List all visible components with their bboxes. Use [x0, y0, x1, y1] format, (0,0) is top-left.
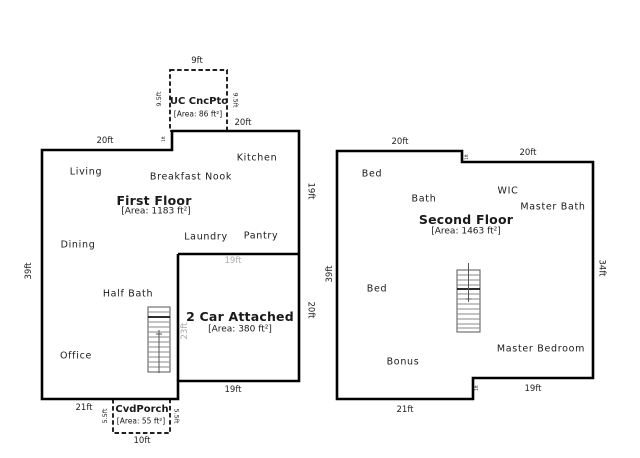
- second-floor-room-bath: Bath: [411, 193, 437, 205]
- second-floor-dim-top-notch-1ft: 1ft: [464, 154, 469, 160]
- first-floor-room-kitchen: Kitchen: [236, 152, 278, 164]
- first-floor-room-office: Office: [59, 350, 93, 362]
- second-floor-dim-bottom-left-21ft: 21ft: [396, 404, 414, 415]
- cvdporch-dashed-outline: [112, 398, 171, 434]
- first-floor-stairs: [147, 306, 171, 373]
- first-floor-room-pantry: Pantry: [243, 230, 279, 242]
- first-floor-room-living: Living: [69, 166, 103, 178]
- first-floor-dim-patio-top-9ft: 9ft: [191, 55, 203, 66]
- first-floor-porch-title: CvdPorch: [115, 404, 169, 415]
- second-floor-dim-bottom-right-19ft: 19ft: [524, 383, 542, 394]
- first-floor-room-laundry: Laundry: [184, 231, 228, 243]
- second-floor-dim-top-right-20ft: 20ft: [519, 147, 537, 158]
- second-floor-stairs: [456, 263, 481, 333]
- second-floor-dim-left-39ft: 39ft: [324, 265, 335, 283]
- first-floor-dim-left-39ft: 39ft: [23, 262, 34, 280]
- first-floor-patio-title: UC CncPto: [169, 96, 229, 107]
- second-floor-room-bed-lower: Bed: [366, 283, 388, 295]
- stairs-direction-line: [465, 263, 472, 302]
- first-floor-outline: [40, 129, 301, 401]
- second-floor-room-bonus: Bonus: [386, 356, 420, 368]
- first-floor-room-dining: Dining: [60, 239, 96, 251]
- second-floor-dim-top-left-20ft: 20ft: [391, 136, 409, 147]
- second-floor-room-bed-upper: Bed: [361, 168, 383, 180]
- second-floor-room-master-bedroom: Master Bedroom: [496, 343, 586, 355]
- first-floor-dim-porch-10ft: 10ft: [133, 435, 151, 446]
- uc-cncpto-dashed-outline: [169, 69, 228, 132]
- first-floor-dim-patio-left-9half-ft: 9.5ft: [154, 91, 163, 107]
- first-floor-porch-area: [Area: 55 ft²]: [116, 416, 166, 426]
- first-floor-dim-right-19ft: 19ft: [305, 182, 316, 200]
- second-floor-dim-right-34ft: 34ft: [596, 259, 607, 277]
- second-floor-room-wic: WIC: [497, 185, 519, 197]
- first-floor-dim-right-20ft: 20ft: [305, 301, 316, 319]
- first-floor-room-half-bath: Half Bath: [102, 288, 154, 300]
- first-floor-dim-patio-right-9half-ft: 9.5ft: [231, 92, 240, 108]
- first-floor-dim-notch-1ft: 1ft: [161, 136, 166, 142]
- first-floor-garage-title: 2 Car Attached: [186, 308, 294, 324]
- first-floor-dim-garage-left-23ft: 23ft: [179, 322, 190, 340]
- first-floor-dim-bottom-21ft: 21ft: [75, 402, 93, 413]
- second-floor-outline: [335, 149, 595, 401]
- second-floor-dim-bottom-notch-1ft: 1ft: [474, 385, 479, 391]
- second-floor-room-master-bath: Master Bath: [520, 201, 586, 213]
- first-floor-garage-walls: [176, 252, 299, 381]
- first-floor-floor-area: [Area: 1183 ft²]: [121, 206, 191, 217]
- first-floor-dim-top-left-20ft: 20ft: [96, 135, 114, 146]
- first-floor-dim-porch-right-5half-ft: 5.5ft: [172, 408, 181, 424]
- first-floor-room-breakfast-nook: Breakfast Nook: [149, 171, 233, 183]
- first-floor-dim-top-right-20ft: 20ft: [234, 117, 252, 128]
- second-floor-floor-area: [Area: 1463 ft²]: [431, 226, 501, 237]
- first-floor-patio-area: [Area: 86 ft²]: [173, 109, 223, 119]
- stairs-direction-line: [156, 330, 162, 373]
- first-floor-dim-garage-top-19ft: 19ft: [224, 255, 242, 266]
- first-floor-garage-area: [Area: 380 ft²]: [208, 324, 272, 335]
- second-floor-floor-title: Second Floor: [418, 211, 514, 227]
- first-floor-floor-title: First Floor: [116, 192, 192, 208]
- first-floor-dim-garage-bottom-19ft: 19ft: [224, 384, 242, 395]
- first-floor-dim-porch-left-5half-ft: 5.5ft: [100, 408, 109, 424]
